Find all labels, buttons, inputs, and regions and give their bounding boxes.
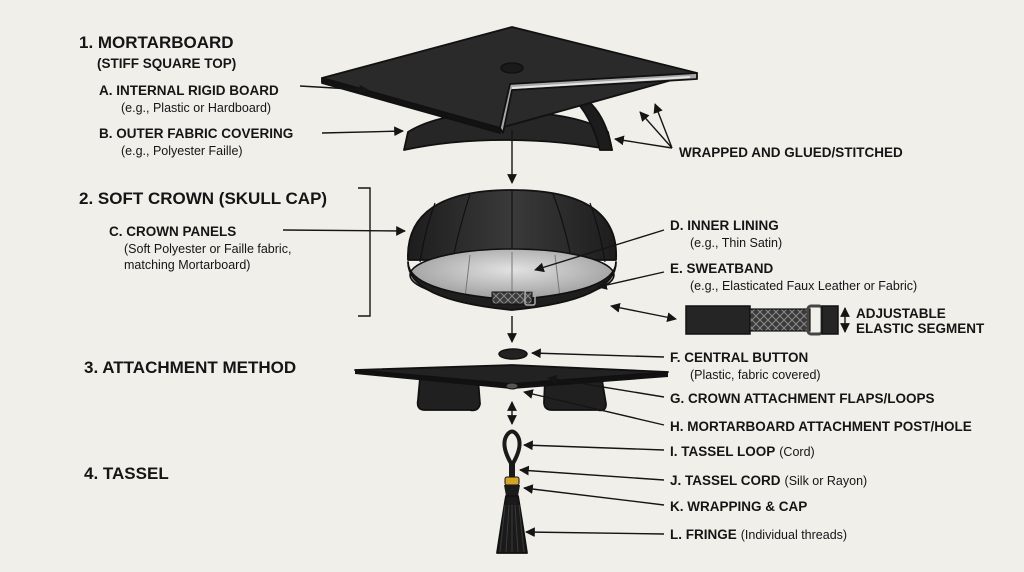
tassel-wrapping bbox=[504, 476, 520, 486]
label-k-title: K. WRAPPING & CAP bbox=[670, 499, 807, 514]
label-l-title: L. FRINGE (Individual threads) bbox=[670, 527, 847, 542]
section-1-subtitle: (STIFF SQUARE TOP) bbox=[97, 56, 236, 71]
label-d-sub: (e.g., Thin Satin) bbox=[690, 236, 782, 250]
leader-lines bbox=[282, 84, 850, 538]
tassel-cap bbox=[504, 485, 520, 496]
attachment-post bbox=[505, 382, 519, 390]
central-button bbox=[498, 348, 528, 360]
label-c-title: C. CROWN PANELS bbox=[109, 224, 236, 239]
section-4-title: 4. TASSEL bbox=[84, 464, 169, 483]
rigid-board-cutaway bbox=[499, 72, 698, 134]
label-h-title: H. MORTARBOARD ATTACHMENT POST/HOLE bbox=[670, 419, 972, 434]
label-i-title: I. TASSEL LOOP (Cord) bbox=[670, 444, 815, 459]
label-j-name: J. TASSEL CORD bbox=[670, 473, 781, 488]
soft-crown-illustration bbox=[407, 189, 617, 311]
label-j-sub: (Silk or Rayon) bbox=[785, 474, 868, 488]
label-l-sub: (Individual threads) bbox=[741, 528, 847, 542]
label-a-title: A. INTERNAL RIGID BOARD bbox=[99, 83, 279, 98]
tassel-illustration bbox=[496, 429, 528, 554]
mortarboard-button bbox=[500, 62, 524, 74]
label-c-sub1: (Soft Polyester or Faille fabric, bbox=[124, 242, 291, 256]
label-l-name: L. FRINGE bbox=[670, 527, 737, 542]
label-adjustable-1: ADJUSTABLE bbox=[856, 306, 946, 321]
section-3-title: 3. ATTACHMENT METHOD bbox=[84, 358, 296, 377]
mortarboard-illustration bbox=[321, 26, 698, 151]
tassel-loop bbox=[502, 429, 522, 467]
part-labels: A. INTERNAL RIGID BOARD (e.g., Plastic o… bbox=[99, 83, 985, 542]
attachment-flap-left bbox=[416, 377, 481, 412]
label-a-sub: (e.g., Plastic or Hardboard) bbox=[121, 101, 271, 115]
label-b-title: B. OUTER FABRIC COVERING bbox=[99, 126, 293, 141]
label-g-title: G. CROWN ATTACHMENT FLAPS/LOOPS bbox=[670, 391, 934, 406]
label-wrapped: WRAPPED AND GLUED/STITCHED bbox=[679, 145, 903, 160]
section-headings: 1. MORTARBOARD (STIFF SQUARE TOP) 2. SOF… bbox=[79, 33, 327, 483]
label-i-sub: (Cord) bbox=[779, 445, 814, 459]
section-1-title: 1. MORTARBOARD bbox=[79, 33, 234, 52]
adjustable-segment-detail bbox=[685, 304, 839, 336]
label-e-title: E. SWEATBAND bbox=[670, 261, 773, 276]
section-2-title: 2. SOFT CROWN (SKULL CAP) bbox=[79, 189, 327, 208]
label-b-sub: (e.g., Polyester Faille) bbox=[121, 144, 243, 158]
label-f-title: F. CENTRAL BUTTON bbox=[670, 350, 808, 365]
label-adjustable-2: ELASTIC SEGMENT bbox=[856, 321, 985, 336]
label-c-sub2: matching Mortarboard) bbox=[124, 258, 250, 272]
label-d-title: D. INNER LINING bbox=[670, 218, 779, 233]
sweatband bbox=[407, 261, 617, 311]
label-e-sub: (e.g., Elasticated Faux Leather or Fabri… bbox=[690, 279, 917, 293]
sweatband-elastic bbox=[491, 291, 533, 305]
label-j-title: J. TASSEL CORD (Silk or Rayon) bbox=[670, 473, 867, 488]
attachment-illustration bbox=[354, 348, 669, 412]
label-f-sub: (Plastic, fabric covered) bbox=[690, 368, 821, 382]
label-i-name: I. TASSEL LOOP bbox=[670, 444, 775, 459]
mortarboard-skullcap-right bbox=[574, 94, 613, 151]
